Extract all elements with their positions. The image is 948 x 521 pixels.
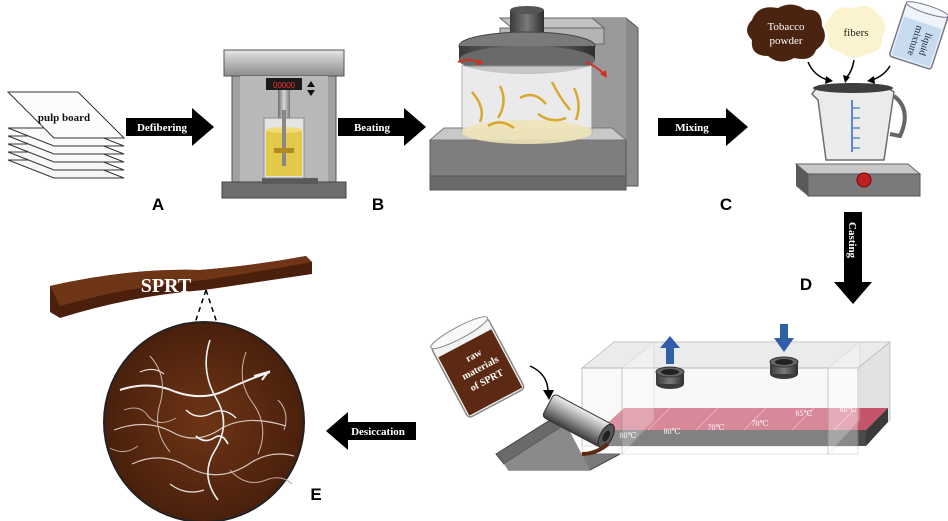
pulp-board-stack: pulp board — [6, 91, 126, 179]
mixture-liquid-beaker: mixture liquid — [889, 1, 948, 70]
temp-zone-5: 65℃ — [796, 409, 813, 418]
blue-up-arrow-icon — [660, 336, 680, 364]
casting-roller — [542, 394, 615, 449]
tobacco-label-line1: Tobacco — [767, 21, 805, 33]
raw-materials-beaker: raw materials of SPRT — [430, 316, 525, 418]
pour-arrow — [529, 365, 549, 393]
casting-label: Casting — [846, 222, 858, 259]
down-triangle-icon — [307, 90, 315, 96]
display-readout: 00000 — [273, 81, 296, 90]
panel-label-a: A — [152, 195, 164, 214]
ingredient-arrows — [807, 59, 891, 84]
panel-label-b: B — [372, 195, 384, 214]
panel-label-e: E — [310, 485, 321, 504]
tobacco-label-line2: powder — [770, 35, 803, 47]
beating-label: Beating — [354, 122, 391, 134]
beater-machine — [428, 6, 639, 191]
desiccation-arrow: Desiccation — [326, 412, 416, 450]
defibering-arrow: Defibering — [126, 108, 214, 146]
up-triangle-icon — [307, 81, 315, 87]
magnifier-lines — [185, 289, 227, 351]
defibrator-machine: 00000 — [221, 49, 347, 199]
beating-arrow: Beating — [338, 108, 426, 146]
defibering-label: Defibering — [137, 122, 188, 134]
panel-label-c: C — [720, 195, 732, 214]
mixing-label: Mixing — [675, 122, 709, 134]
desiccation-label: Desiccation — [351, 426, 405, 438]
display-panel — [266, 78, 302, 90]
temp-zone-1: 80℃ — [620, 431, 637, 440]
temp-zone-3: 70℃ — [708, 423, 725, 432]
sprt-microstructure-disk — [103, 321, 305, 521]
fibers-label: fibers — [843, 27, 868, 39]
mixer-jug — [794, 83, 922, 197]
panel-label-d: D — [800, 275, 812, 294]
fibers-blob: fibers — [824, 6, 886, 58]
mixer-power-knob — [856, 172, 872, 188]
sprt-label: SPRT — [141, 275, 192, 297]
temp-zone-6: 60℃ — [840, 405, 857, 414]
blue-down-arrow-icon — [774, 324, 794, 352]
casting-arrow: Casting — [834, 212, 872, 304]
mixing-arrow: Mixing — [658, 108, 748, 146]
tobacco-powder-blob: Tobacco powder — [747, 4, 825, 62]
temp-zone-4: 70℃ — [752, 419, 769, 428]
casting-dryer-line: 80℃ 80℃ 70℃ 70℃ 65℃ 60℃ — [495, 324, 892, 471]
pour-arrowhead — [543, 390, 554, 400]
sprt-sheet: SPRT — [50, 256, 312, 318]
pulp-board-label: pulp board — [38, 112, 90, 124]
temp-zone-2: 80℃ — [664, 427, 681, 436]
